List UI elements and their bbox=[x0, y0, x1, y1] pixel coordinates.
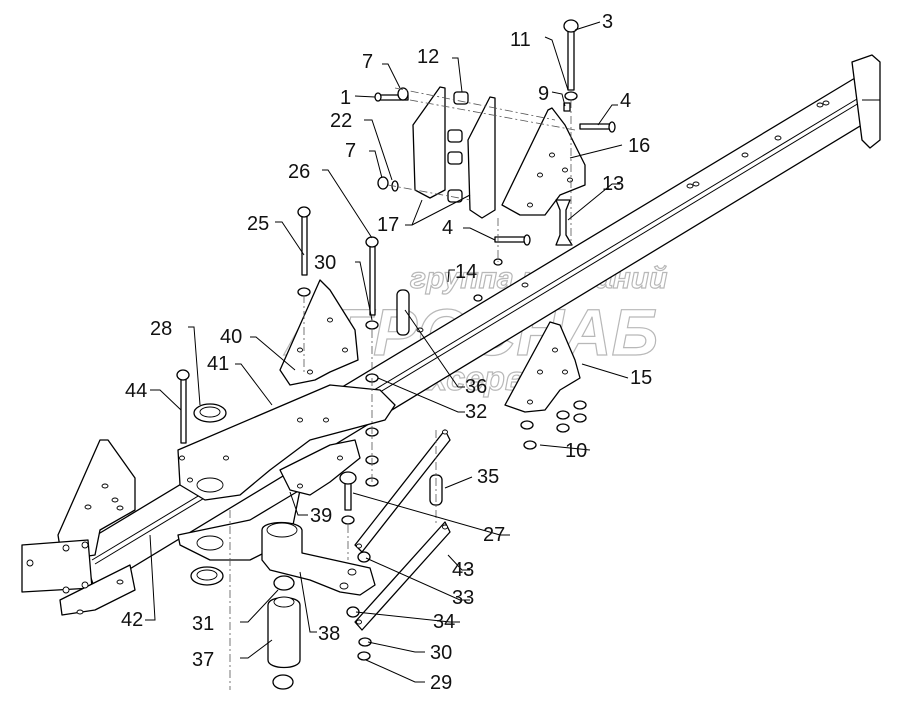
left-end-bracket bbox=[21, 439, 136, 616]
callout-12: 12 bbox=[417, 46, 439, 68]
callout-25: 25 bbox=[247, 213, 269, 235]
callout-16: 16 bbox=[628, 135, 650, 157]
bracket-15 bbox=[504, 321, 581, 413]
callout-27: 27 bbox=[483, 524, 505, 546]
callout-4a: 4 bbox=[620, 90, 631, 112]
callout-38: 38 bbox=[318, 623, 340, 645]
callout-13: 13 bbox=[602, 173, 624, 195]
callouts: 3 11 12 7 1 9 4 22 16 7 26 13 17 25 4 30… bbox=[121, 11, 652, 694]
callout-39: 39 bbox=[310, 505, 332, 527]
leader-lines bbox=[145, 21, 629, 683]
bracket-40 bbox=[279, 279, 359, 386]
callout-17: 17 bbox=[377, 214, 399, 236]
rings bbox=[190, 403, 227, 586]
callout-29: 29 bbox=[430, 672, 452, 694]
callout-32: 32 bbox=[465, 401, 487, 423]
callout-9: 9 bbox=[538, 83, 549, 105]
bushings-12 bbox=[447, 91, 469, 203]
links-43 bbox=[354, 429, 451, 631]
bolts bbox=[176, 19, 616, 511]
callout-43: 43 bbox=[452, 559, 474, 581]
callout-15: 15 bbox=[630, 367, 652, 389]
callout-11: 11 bbox=[510, 29, 531, 51]
callout-30a: 30 bbox=[314, 252, 336, 274]
callout-30b: 30 bbox=[430, 642, 452, 664]
pivot-37 bbox=[267, 575, 301, 690]
callout-10: 10 bbox=[565, 440, 587, 462]
callout-37: 37 bbox=[192, 649, 214, 671]
callout-33: 33 bbox=[452, 587, 474, 609]
callout-4b: 4 bbox=[442, 217, 453, 239]
arm-38 bbox=[261, 521, 376, 596]
callout-26: 26 bbox=[288, 161, 310, 183]
callout-35: 35 bbox=[477, 466, 499, 488]
callout-1: 1 bbox=[340, 87, 351, 109]
callout-22: 22 bbox=[330, 110, 352, 132]
plates-17 bbox=[412, 86, 496, 219]
callout-34: 34 bbox=[433, 611, 455, 633]
plate-39 bbox=[279, 439, 361, 496]
callout-40: 40 bbox=[220, 326, 242, 348]
center-lines bbox=[229, 87, 576, 690]
callout-41: 41 bbox=[207, 353, 229, 375]
callout-44: 44 bbox=[125, 380, 147, 402]
callout-7a: 7 bbox=[362, 51, 373, 73]
spacers bbox=[396, 199, 573, 506]
callout-31: 31 bbox=[192, 613, 214, 635]
callout-7b: 7 bbox=[345, 140, 356, 162]
callout-14: 14 bbox=[455, 261, 477, 283]
callout-42: 42 bbox=[121, 609, 143, 631]
callout-3: 3 bbox=[602, 11, 613, 33]
callout-36: 36 bbox=[465, 376, 487, 398]
callout-28: 28 bbox=[150, 318, 172, 340]
bracket-16 bbox=[501, 107, 586, 216]
